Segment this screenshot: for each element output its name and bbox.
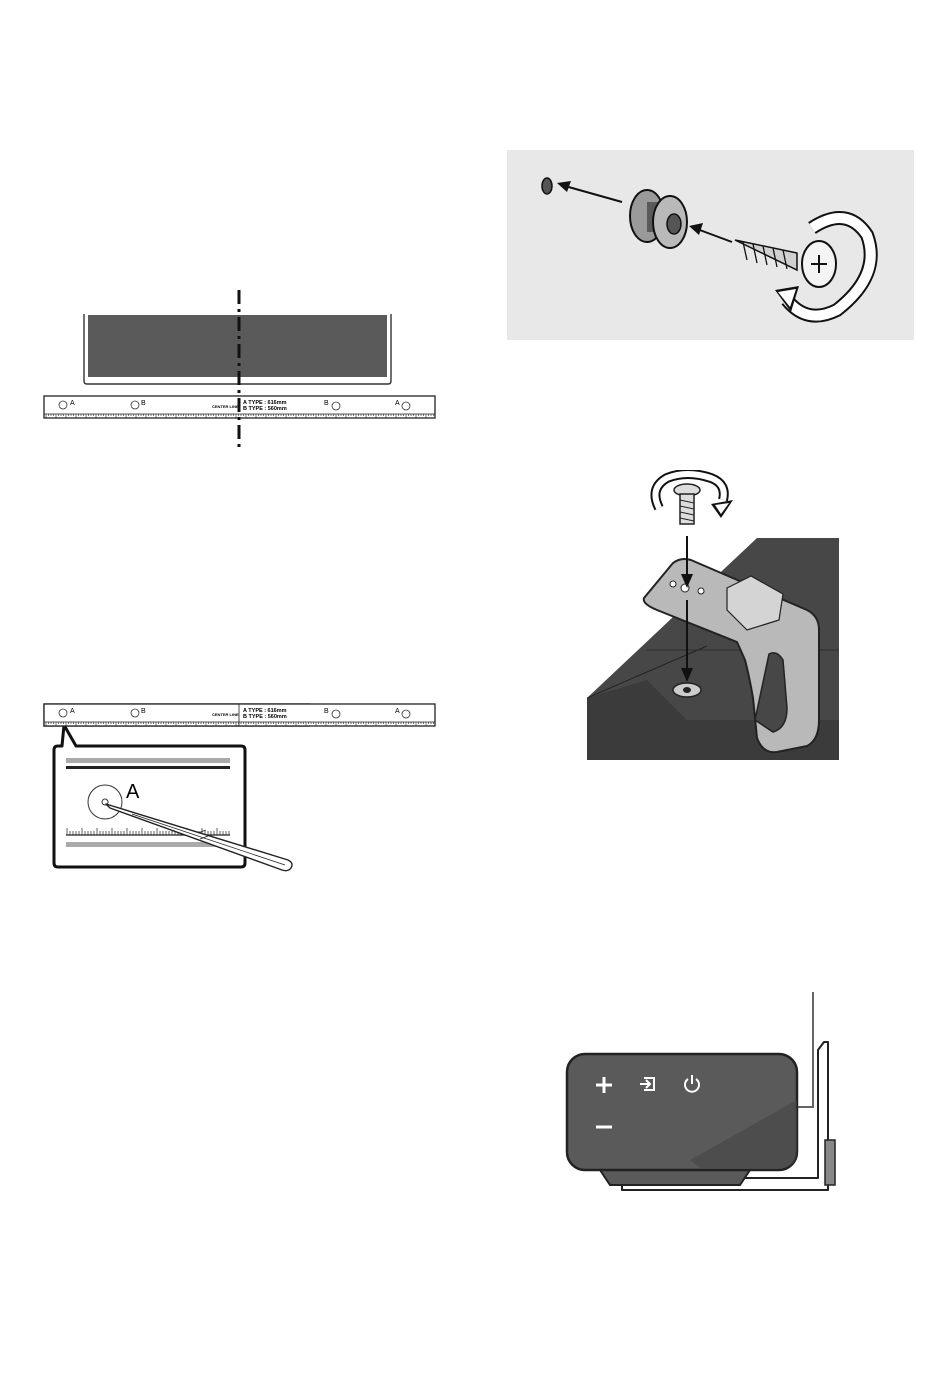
label-b-left-2: B	[141, 708, 146, 715]
template-centerline-figure: A B CENTER LINE A TYPE : 616mm B TYPE : …	[40, 288, 440, 453]
template-strip-2: A B CENTER LINE A TYPE : 616mm B TYPE : …	[40, 700, 440, 730]
label-a-left-2: A	[70, 708, 75, 715]
figure-background	[507, 150, 914, 340]
soundbar-side-figure	[560, 990, 850, 1205]
wall-hole	[542, 178, 552, 194]
label-b-left: B	[141, 400, 146, 407]
bracket-attach-figure	[587, 470, 839, 760]
b-type-label: B TYPE : 560mm	[243, 406, 287, 412]
label-a-left: A	[70, 400, 75, 407]
screw-spacer-figure	[507, 150, 914, 340]
center-line-label-2: CENTER LINE	[212, 712, 239, 717]
screw-icon	[674, 484, 700, 524]
zoom-label-a: A	[126, 781, 140, 803]
label-a-right-2: A	[395, 708, 400, 715]
center-line-label: CENTER LINE	[212, 404, 239, 409]
spacer	[630, 190, 687, 248]
label-a-right: A	[395, 400, 400, 407]
label-b-right-2: B	[324, 708, 329, 715]
soundbar-foot	[600, 1170, 750, 1185]
label-b-right: B	[324, 400, 329, 407]
b-type-label-2: B TYPE : 560mm	[243, 714, 287, 720]
